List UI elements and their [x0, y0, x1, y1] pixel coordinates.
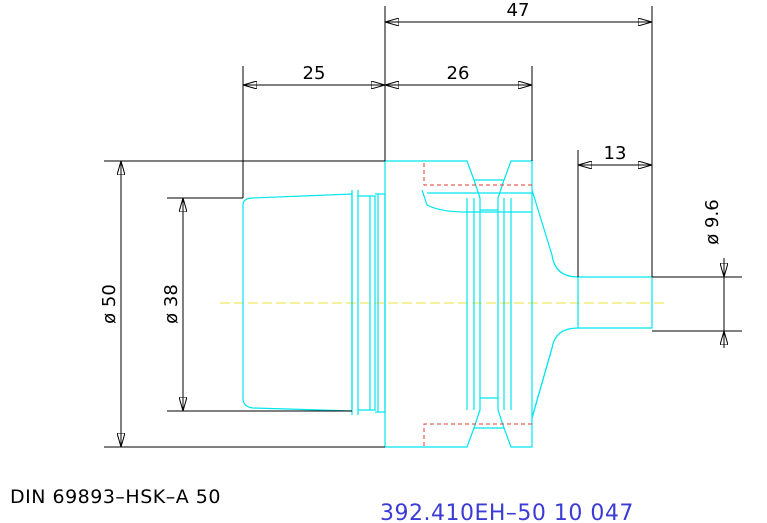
dim-text-shank-diameter: ø 38	[161, 284, 182, 324]
standard-label: DIN 69893–HSK–A 50	[10, 486, 221, 508]
tip-shaft	[578, 276, 653, 329]
inner-chamfer	[421, 189, 532, 213]
hidden-top	[423, 163, 532, 186]
part-outline	[242, 160, 653, 448]
dim-text-outer-diameter: ø 50	[99, 284, 120, 324]
hidden-lines	[423, 163, 532, 446]
dim-text-overall-length: 47	[507, 0, 530, 21]
hidden-bottom	[423, 423, 532, 446]
dim-text-tip-diameter: ø 9.6	[702, 199, 723, 244]
flange-taper-line	[531, 347, 553, 419]
v-groove-bottom	[473, 397, 505, 429]
dim-text-shank-length: 25	[303, 63, 326, 84]
flange-body	[384, 160, 579, 448]
part-number: 392.410EH–50 10 047	[380, 501, 634, 523]
dimension-lines	[104, 6, 742, 448]
dim-text-flange-length: 26	[447, 63, 470, 84]
dim-text-tip-length: 13	[604, 143, 627, 164]
shank-collar	[358, 195, 376, 411]
v-groove-top	[473, 179, 505, 211]
